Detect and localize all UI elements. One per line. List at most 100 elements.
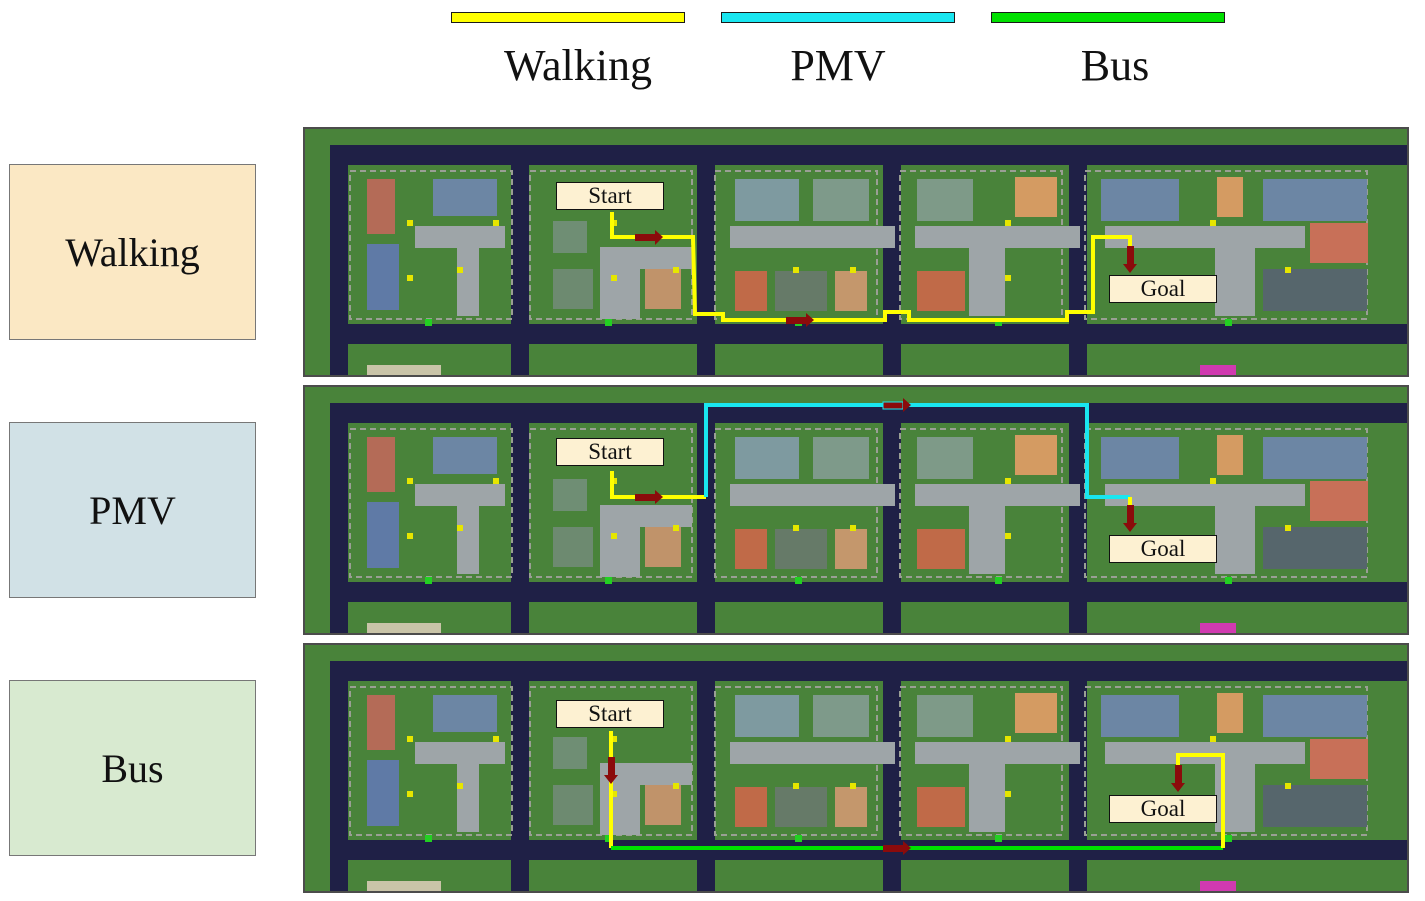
stop-marker <box>605 835 612 842</box>
bus-stop-marker <box>457 783 463 789</box>
road <box>511 661 529 891</box>
plaza <box>457 484 479 574</box>
bus-stop-marker <box>407 275 413 281</box>
bus-stop-marker <box>673 783 679 789</box>
building <box>433 179 497 216</box>
road <box>330 324 1407 344</box>
building <box>1310 481 1368 521</box>
building <box>553 269 593 309</box>
legend-walking-swatch <box>451 12 685 23</box>
city-map <box>305 645 1407 891</box>
city-map <box>305 387 1407 633</box>
bus-stop-marker <box>407 736 413 742</box>
bus-stop-marker <box>1210 220 1216 226</box>
building <box>1263 179 1367 221</box>
map-panel-bus: Start Goal <box>303 643 1409 893</box>
legend-bus-swatch <box>991 12 1225 23</box>
building <box>553 527 593 567</box>
legend-walking-label: Walking <box>504 41 652 90</box>
road <box>330 145 348 375</box>
direction-arrow-icon <box>1123 505 1137 532</box>
direction-arrow-icon <box>1171 765 1185 792</box>
bus-stop-marker <box>407 478 413 484</box>
building <box>1101 437 1179 479</box>
pmv-walk-leg <box>610 471 706 499</box>
building <box>1101 695 1179 737</box>
bus-stop-marker <box>850 783 856 789</box>
stop-marker <box>995 319 1002 326</box>
bus-stop-marker <box>1210 478 1216 484</box>
building <box>917 787 965 827</box>
building <box>1015 177 1057 217</box>
building <box>735 695 799 737</box>
building <box>367 179 395 234</box>
direction-arrow-icon <box>635 230 663 245</box>
bus-stop-marker <box>793 783 799 789</box>
plaza <box>457 226 479 316</box>
mode-label-bus: Bus <box>101 745 164 791</box>
building <box>917 271 965 311</box>
legend-pmv-swatch <box>721 12 955 23</box>
route-bus <box>604 731 1225 855</box>
stop-marker <box>995 835 1002 842</box>
mode-box-walking: Walking <box>9 164 256 340</box>
map-panel-walking: Start Goal <box>303 127 1409 377</box>
building <box>433 437 497 474</box>
bus-stop-marker <box>850 267 856 273</box>
road <box>697 403 715 633</box>
building <box>917 437 973 479</box>
building <box>367 502 399 568</box>
building <box>835 787 867 827</box>
stop-marker <box>1225 835 1232 842</box>
plaza <box>969 226 1005 316</box>
building <box>553 785 593 825</box>
stop-marker <box>795 835 802 842</box>
legend-bus-label: Bus <box>1080 41 1150 90</box>
mode-box-bus: Bus <box>9 680 256 856</box>
route-walking <box>610 212 1137 327</box>
building <box>367 881 441 891</box>
bus-stop-marker <box>611 736 617 742</box>
walking-path <box>610 212 1132 322</box>
plaza <box>730 226 895 248</box>
building <box>1217 693 1243 733</box>
stop-marker <box>425 319 432 326</box>
building <box>367 437 395 492</box>
bus-stop-marker <box>1005 736 1011 742</box>
stop-marker <box>605 577 612 584</box>
pmv-path <box>704 403 1130 499</box>
building <box>1263 785 1367 827</box>
bus-stop-marker <box>493 736 499 742</box>
road <box>330 661 348 891</box>
stop-marker <box>425 835 432 842</box>
road <box>330 403 348 633</box>
building <box>553 737 587 769</box>
building <box>645 527 681 567</box>
direction-arrow-icon <box>1123 246 1137 273</box>
mode-box-pmv: PMV <box>9 422 256 598</box>
road <box>883 145 901 375</box>
building <box>645 785 681 825</box>
city-map <box>305 129 1407 375</box>
building <box>735 787 767 827</box>
building <box>813 179 869 221</box>
stop-marker <box>1225 319 1232 326</box>
plaza <box>600 247 640 319</box>
bus-stop-marker <box>1285 783 1291 789</box>
bus-stop-marker <box>493 478 499 484</box>
bus-stop-marker <box>673 525 679 531</box>
building <box>775 529 827 569</box>
bus-stop-marker <box>611 791 617 797</box>
road <box>511 145 529 375</box>
bus-stop-marker <box>850 525 856 531</box>
goal-marker: Goal <box>1109 535 1217 563</box>
building <box>367 760 399 826</box>
stop-marker <box>795 577 802 584</box>
building <box>735 437 799 479</box>
bus-stop-marker <box>611 275 617 281</box>
bus-stop-marker <box>1005 220 1011 226</box>
start-marker: Start <box>556 438 664 466</box>
building <box>367 623 441 633</box>
start-marker: Start <box>556 182 664 210</box>
plaza <box>600 505 640 577</box>
